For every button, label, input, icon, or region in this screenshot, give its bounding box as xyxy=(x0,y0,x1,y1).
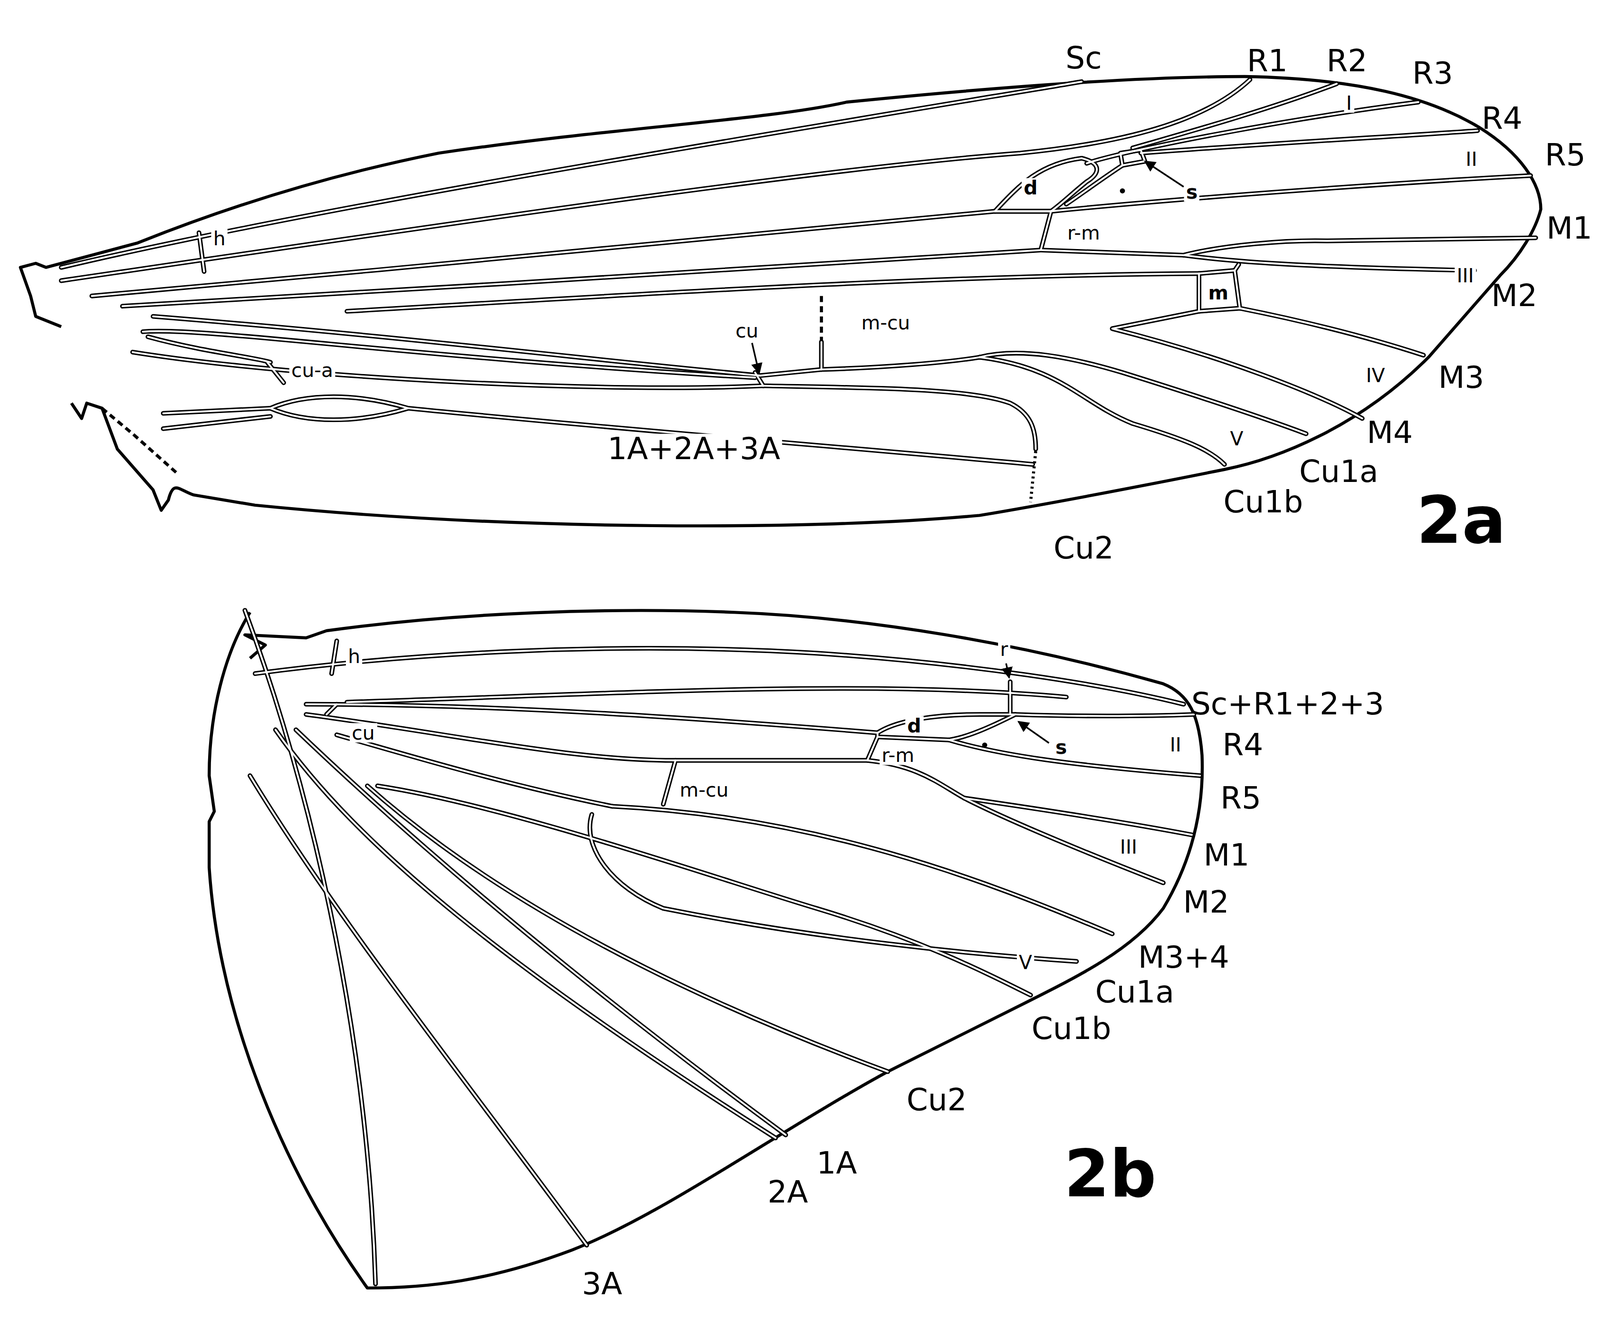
hindwing-outline xyxy=(209,610,1203,1288)
vein-label: I xyxy=(1343,93,1354,113)
vein-label: R5 xyxy=(1218,782,1264,814)
vein-label: Sc+R1+2+3 xyxy=(1189,688,1387,719)
vein-label: d xyxy=(1021,178,1040,198)
vein-label: 1A+2A+3A xyxy=(605,433,783,465)
vein-label: R2 xyxy=(1324,46,1370,77)
leader-arrow xyxy=(1144,161,1184,187)
vein-label: r-m xyxy=(879,745,917,766)
vein-label: M4 xyxy=(1364,417,1415,448)
dotted-vein xyxy=(1030,450,1036,502)
vein-label: Cu2 xyxy=(1051,532,1116,564)
vein-label: Cu1b xyxy=(1221,486,1305,518)
vein-label: cu xyxy=(733,320,761,341)
vein-label: 3A xyxy=(579,1268,625,1299)
vein-label: h xyxy=(345,646,363,666)
vein-label: M3 xyxy=(1436,362,1486,393)
vein-label: II xyxy=(1463,149,1480,170)
vein-label: R3 xyxy=(1410,57,1456,89)
vein-label: s xyxy=(1184,182,1200,202)
vein-label: m-cu xyxy=(859,312,912,333)
vein-label: V xyxy=(1227,429,1246,449)
forewing-vein-outline xyxy=(61,79,1536,465)
dashed-crossvein xyxy=(819,296,823,341)
vein-label: 1A xyxy=(814,1148,860,1179)
vein-label: Cu1b xyxy=(1029,1013,1114,1044)
leader-arrow xyxy=(752,342,760,374)
vein-label: m-cu xyxy=(677,780,731,800)
vein-label: R5 xyxy=(1542,139,1588,171)
jugal-fold xyxy=(102,408,179,475)
cell-dot xyxy=(1120,188,1126,194)
vein-label: II xyxy=(1167,735,1184,755)
leader-arrow xyxy=(1005,663,1009,678)
vein-label: M2 xyxy=(1489,280,1540,312)
vein-label: m xyxy=(1206,283,1231,303)
vein-label: IV xyxy=(1363,365,1388,386)
vein-label: 2b xyxy=(1062,1140,1159,1207)
vein-label: s xyxy=(1053,737,1070,757)
hindwing-vein-core xyxy=(244,610,1200,1284)
hindwing-vein-outline xyxy=(244,610,1200,1284)
vein-label: M3+4 xyxy=(1136,941,1232,973)
vein-label: R4 xyxy=(1479,103,1525,134)
vein-label: III xyxy=(1454,265,1476,286)
vein-label: 2a xyxy=(1414,487,1508,553)
vein-label: h xyxy=(210,229,228,249)
cell-dot xyxy=(982,742,988,748)
vein-label: R1 xyxy=(1245,46,1290,77)
vein-label: r xyxy=(997,639,1010,659)
vein-label: Sc xyxy=(1063,42,1104,74)
vein-label: III xyxy=(1118,837,1140,857)
vein-label: M1 xyxy=(1201,839,1252,871)
vein-label: Cu2 xyxy=(904,1084,969,1116)
vein-label: V xyxy=(1016,952,1035,973)
vein-label: d xyxy=(905,715,924,736)
vein-label: R4 xyxy=(1220,729,1265,760)
vein-label: Cu1a xyxy=(1092,976,1177,1007)
vein-label: 2A xyxy=(765,1176,811,1208)
forewing-outline xyxy=(20,76,1541,526)
vein-label: cu xyxy=(349,722,377,743)
vein-label: Cu1a xyxy=(1297,456,1381,487)
forewing-vein-core xyxy=(61,79,1536,465)
vein-label: M1 xyxy=(1544,213,1595,244)
vein-label: r-m xyxy=(1065,222,1102,243)
vein-label: cu-a xyxy=(289,360,336,381)
leader-arrow xyxy=(1018,721,1049,743)
vein-label: M2 xyxy=(1181,886,1232,918)
